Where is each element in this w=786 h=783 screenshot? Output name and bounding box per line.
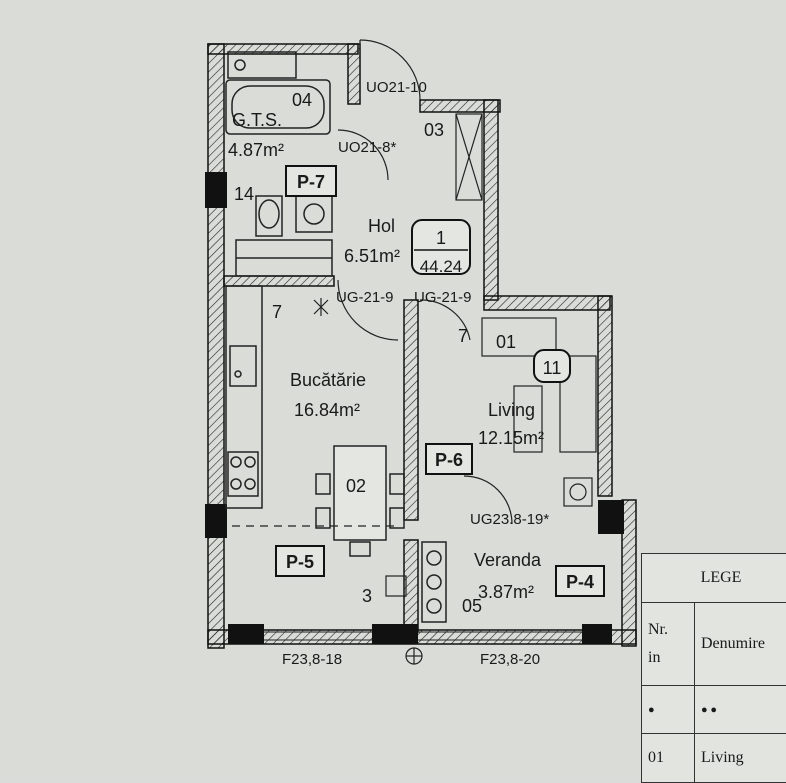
room-area-gts: 4.87m² xyxy=(228,140,284,160)
window-code-f23-8-20: F23,8-20 xyxy=(480,651,540,668)
legend-col-nr-label: Nr. xyxy=(648,621,668,638)
apartment-badge: 1 44.24 xyxy=(412,220,470,276)
marker-14: 14 xyxy=(234,184,254,204)
legend-col-nr: Nr. in xyxy=(642,602,695,685)
marker-3: 3 xyxy=(362,586,372,606)
door-code-ug21-9-left: UG-21-9 xyxy=(336,289,394,306)
pillar-label-p6: P-6 xyxy=(435,450,463,470)
room-name-hall: Hol xyxy=(368,216,395,236)
pillar-label-p7: P-7 xyxy=(297,172,325,192)
legend-title: LEGE xyxy=(642,554,786,603)
room-area-living: 12.15m² xyxy=(478,428,544,448)
window-code-f23-8-18: F23,8-18 xyxy=(282,651,342,668)
marker-7-left: 7 xyxy=(272,302,282,322)
room-number-gts: 04 xyxy=(292,90,312,110)
apartment-number: 1 xyxy=(436,228,446,248)
door-code-uo21-10: UO21-10 xyxy=(366,79,427,96)
pillar-label-p5: P-5 xyxy=(286,552,314,572)
legend-icon-cell: ● xyxy=(642,685,695,734)
room-number-living: 01 xyxy=(496,332,516,352)
room-number-kitchen: 02 xyxy=(346,476,366,496)
pillar-tag-p4: P-4 xyxy=(556,566,604,596)
living-badge: 11 xyxy=(534,350,570,382)
room-area-veranda: 3.87m² xyxy=(478,582,534,602)
marker-7-right: 7 xyxy=(458,326,468,346)
room-name-kitchen: Bucătărie xyxy=(290,370,366,390)
room-name-gts: G.T.S. xyxy=(232,110,282,130)
room-area-kitchen: 16.84m² xyxy=(294,400,360,420)
door-code-ug23-8-19: UG23.8-19* xyxy=(470,511,549,528)
legend-col-name: Denumire xyxy=(695,602,786,685)
pillar-tag-p7: P-7 xyxy=(286,166,336,196)
pillar-label-p4: P-4 xyxy=(566,572,594,592)
pillar-tag-p5: P-5 xyxy=(276,546,324,576)
ventilation-symbol xyxy=(406,648,422,664)
door-code-uo21-8: UO21-8* xyxy=(338,139,397,156)
legend-icon-cell-2: ● ● xyxy=(695,685,786,734)
door-code-ug21-9-right: UG-21-9 xyxy=(414,289,472,306)
apartment-area: 44.24 xyxy=(420,257,463,276)
legend-row1-name: Living xyxy=(695,734,786,783)
pillar-tag-p6: P-6 xyxy=(426,444,472,474)
room-number-hall: 03 xyxy=(424,120,444,140)
room-area-hall: 6.51m² xyxy=(344,246,400,266)
room-number-veranda: 05 xyxy=(462,596,482,616)
legend-row1-nr: 01 xyxy=(642,734,695,783)
room-name-veranda: Veranda xyxy=(474,550,542,570)
room-name-living: Living xyxy=(488,400,535,420)
legend-table: LEGE Nr. in Denumire ● ● ● 01 Living xyxy=(641,553,786,783)
legend-col-in-label: in xyxy=(648,649,660,666)
living-badge-number: 11 xyxy=(543,358,562,378)
